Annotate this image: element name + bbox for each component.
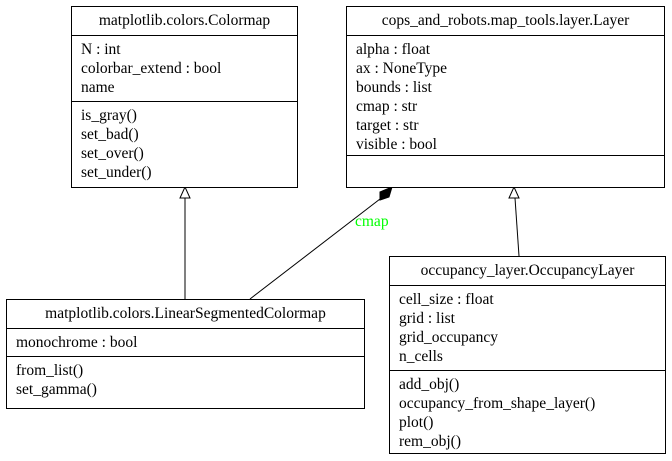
attributes-section: N : int colorbar_extend : bool name — [72, 36, 297, 102]
method: occupancy_from_shape_layer() — [399, 395, 596, 412]
association-label-cmap: cmap — [355, 213, 389, 230]
attribute: name — [81, 79, 115, 96]
method: plot() — [399, 414, 434, 431]
attribute: colorbar_extend : bool — [81, 60, 222, 77]
attributes-section: alpha : float ax : NoneType bounds : lis… — [347, 36, 664, 156]
method: set_over() — [81, 145, 144, 162]
attribute: cell_size : float — [399, 291, 494, 308]
method: set_under() — [81, 164, 152, 181]
attribute: grid_occupancy — [399, 329, 498, 346]
attributes-section: monochrome : bool — [7, 329, 364, 357]
class-box-linear-segmented-colormap: matplotlib.colors.LinearSegmentedColorma… — [6, 299, 365, 409]
attributes-section: cell_size : float grid : list grid_occup… — [390, 286, 665, 371]
method: set_gamma() — [16, 381, 97, 398]
attribute: monochrome : bool — [16, 334, 138, 351]
composition-edge-cmap — [249, 198, 381, 300]
method: from_list() — [16, 362, 84, 379]
class-box-occupancy-layer: occupancy_layer.OccupancyLayer cell_size… — [389, 256, 666, 454]
methods-section: add_obj() occupancy_from_shape_layer() p… — [390, 371, 665, 455]
method: rem_obj() — [399, 433, 461, 450]
inheritance-edge-occupancy-to-layer — [514, 197, 520, 257]
class-name: cops_and_robots.map_tools.layer.Layer — [347, 7, 664, 36]
methods-section: from_list() set_gamma() — [7, 357, 364, 403]
composition-diamond-cmap — [379, 186, 393, 201]
class-name: matplotlib.colors.Colormap — [72, 7, 297, 36]
inheritance-arrowhead-colormap — [179, 185, 191, 199]
class-box-layer: cops_and_robots.map_tools.layer.Layer al… — [346, 6, 665, 188]
method: is_gray() — [81, 107, 137, 124]
attribute: N : int — [81, 41, 121, 58]
class-name: matplotlib.colors.LinearSegmentedColorma… — [7, 300, 364, 329]
attribute: visible : bool — [356, 136, 437, 153]
attribute: alpha : float — [356, 41, 431, 58]
class-name: occupancy_layer.OccupancyLayer — [390, 257, 665, 286]
attribute: cmap : str — [356, 98, 418, 115]
attribute: ax : NoneType — [356, 60, 448, 77]
methods-section — [347, 156, 664, 164]
methods-section: is_gray() set_bad() set_over() set_under… — [72, 102, 297, 186]
method: add_obj() — [399, 376, 460, 393]
attribute: grid : list — [399, 310, 455, 327]
attribute: target : str — [356, 117, 419, 134]
inheritance-arrowhead-layer — [508, 185, 520, 199]
class-box-colormap: matplotlib.colors.Colormap N : int color… — [71, 6, 298, 188]
attribute: n_cells — [399, 348, 443, 365]
attribute: bounds : list — [356, 79, 432, 96]
method: set_bad() — [81, 126, 139, 143]
